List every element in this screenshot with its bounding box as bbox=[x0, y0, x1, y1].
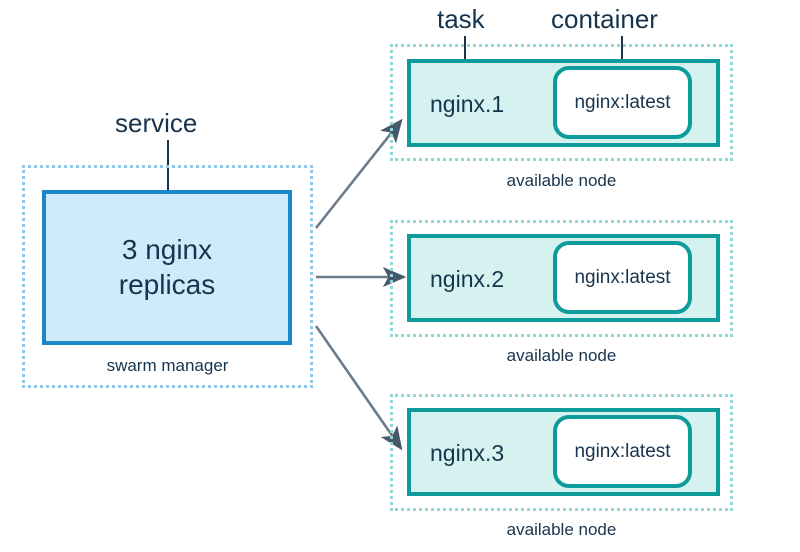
container-box-2[interactable]: nginx:latest bbox=[553, 241, 692, 314]
container-image-label-1: nginx:latest bbox=[574, 92, 671, 113]
arrow-service-to-node-3 bbox=[314, 325, 403, 451]
callout-service-leader-line bbox=[167, 140, 169, 215]
available-node-3-boundary bbox=[390, 394, 733, 511]
available-node-2-boundary bbox=[390, 220, 733, 337]
available-node-2-caption: available node bbox=[506, 346, 617, 365]
swarm-manager-boundary bbox=[22, 165, 313, 388]
container-box-1[interactable]: nginx:latest bbox=[553, 66, 692, 139]
service-box[interactable]: 3 nginx replicas bbox=[42, 190, 292, 345]
callout-service-label: service bbox=[115, 108, 198, 138]
callout-task-label: task bbox=[437, 4, 485, 34]
container-box-3[interactable]: nginx:latest bbox=[553, 415, 692, 488]
task-label-3: nginx.3 bbox=[430, 440, 505, 466]
callout-container-label: container bbox=[551, 4, 658, 34]
arrow-service-to-node-1 bbox=[314, 118, 403, 229]
available-node-1-caption: available node bbox=[506, 171, 617, 190]
container-image-label-2: nginx:latest bbox=[574, 267, 671, 288]
task-label-1: nginx.1 bbox=[430, 91, 505, 117]
container-image-label-3: nginx:latest bbox=[574, 441, 671, 462]
task-label-2: nginx.2 bbox=[430, 266, 505, 292]
available-node-1-boundary bbox=[390, 44, 733, 161]
service-replicas-label: 3 nginx replicas bbox=[118, 234, 216, 300]
available-node-3-caption: available node bbox=[506, 520, 617, 539]
swarm-manager-caption: swarm manager bbox=[106, 356, 229, 375]
